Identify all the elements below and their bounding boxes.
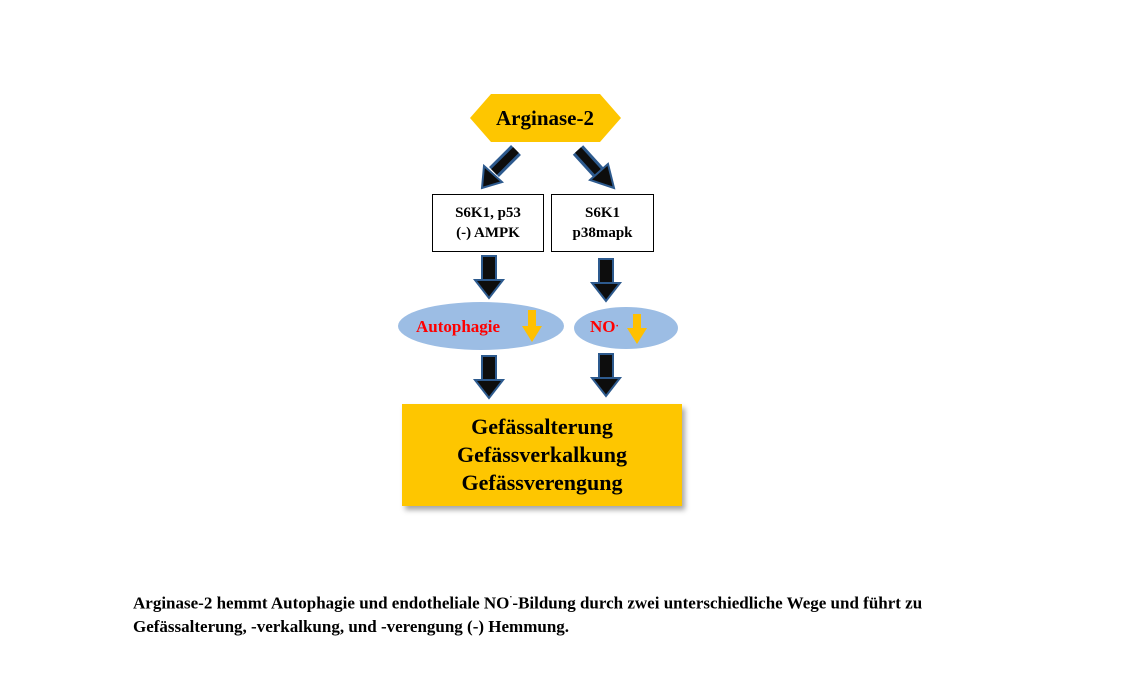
no-label: NO· [590, 316, 619, 338]
outcome-line-3: Gefässverengung [461, 470, 623, 495]
decrease-arrow-icon [522, 310, 542, 342]
outcome-line-1: Gefässalterung [471, 414, 613, 439]
no-text: NO [590, 317, 616, 336]
arrow-right-diagonal [572, 145, 616, 190]
caption-part-1: Arginase-2 hemmt Autophagie und endothel… [133, 593, 510, 613]
no-ellipse [574, 307, 678, 349]
pathway-box-left-line1: S6K1, p53 [455, 205, 521, 221]
pathway-box-right-line1: S6K1 [584, 205, 620, 221]
pathway-box-left-line2: (-) AMPK [456, 225, 520, 241]
arrow-right-ellipse-to-result [589, 353, 623, 398]
outcome-line-2: Gefässverkalkung [457, 442, 627, 467]
decrease-arrow-icon [627, 314, 647, 344]
caption-superscript: · [509, 592, 513, 602]
arrow-left-diagonal [480, 145, 521, 190]
arrow-left-box-to-ellipse [472, 255, 506, 300]
arrow-right-box-to-ellipse [589, 258, 623, 303]
figure-caption: Arginase-2 hemmt Autophagie und endothel… [133, 588, 1013, 638]
arginase-2-label: Arginase-2 [470, 96, 620, 140]
pathway-box-right-line2: p38mapk [572, 225, 633, 241]
outcome-box: Gefässalterung Gefässverkalkung Gefässve… [402, 404, 682, 506]
autophagie-text: Autophagie [416, 317, 501, 336]
pathway-box-left: S6K1, p53 (-) AMPK [432, 194, 544, 252]
arginase-hexagon [470, 94, 621, 142]
caption-part-2: -Bildung durch zwei unterschiedliche Weg… [133, 593, 923, 636]
arrow-left-ellipse-to-result [472, 355, 506, 400]
autophagie-ellipse [398, 302, 564, 350]
arginase-2-text: Arginase-2 [496, 105, 594, 130]
no-radical-superscript: · [615, 320, 619, 332]
autophagie-label: Autophagie [416, 316, 500, 338]
pathway-box-right: S6K1 p38mapk [551, 194, 654, 252]
